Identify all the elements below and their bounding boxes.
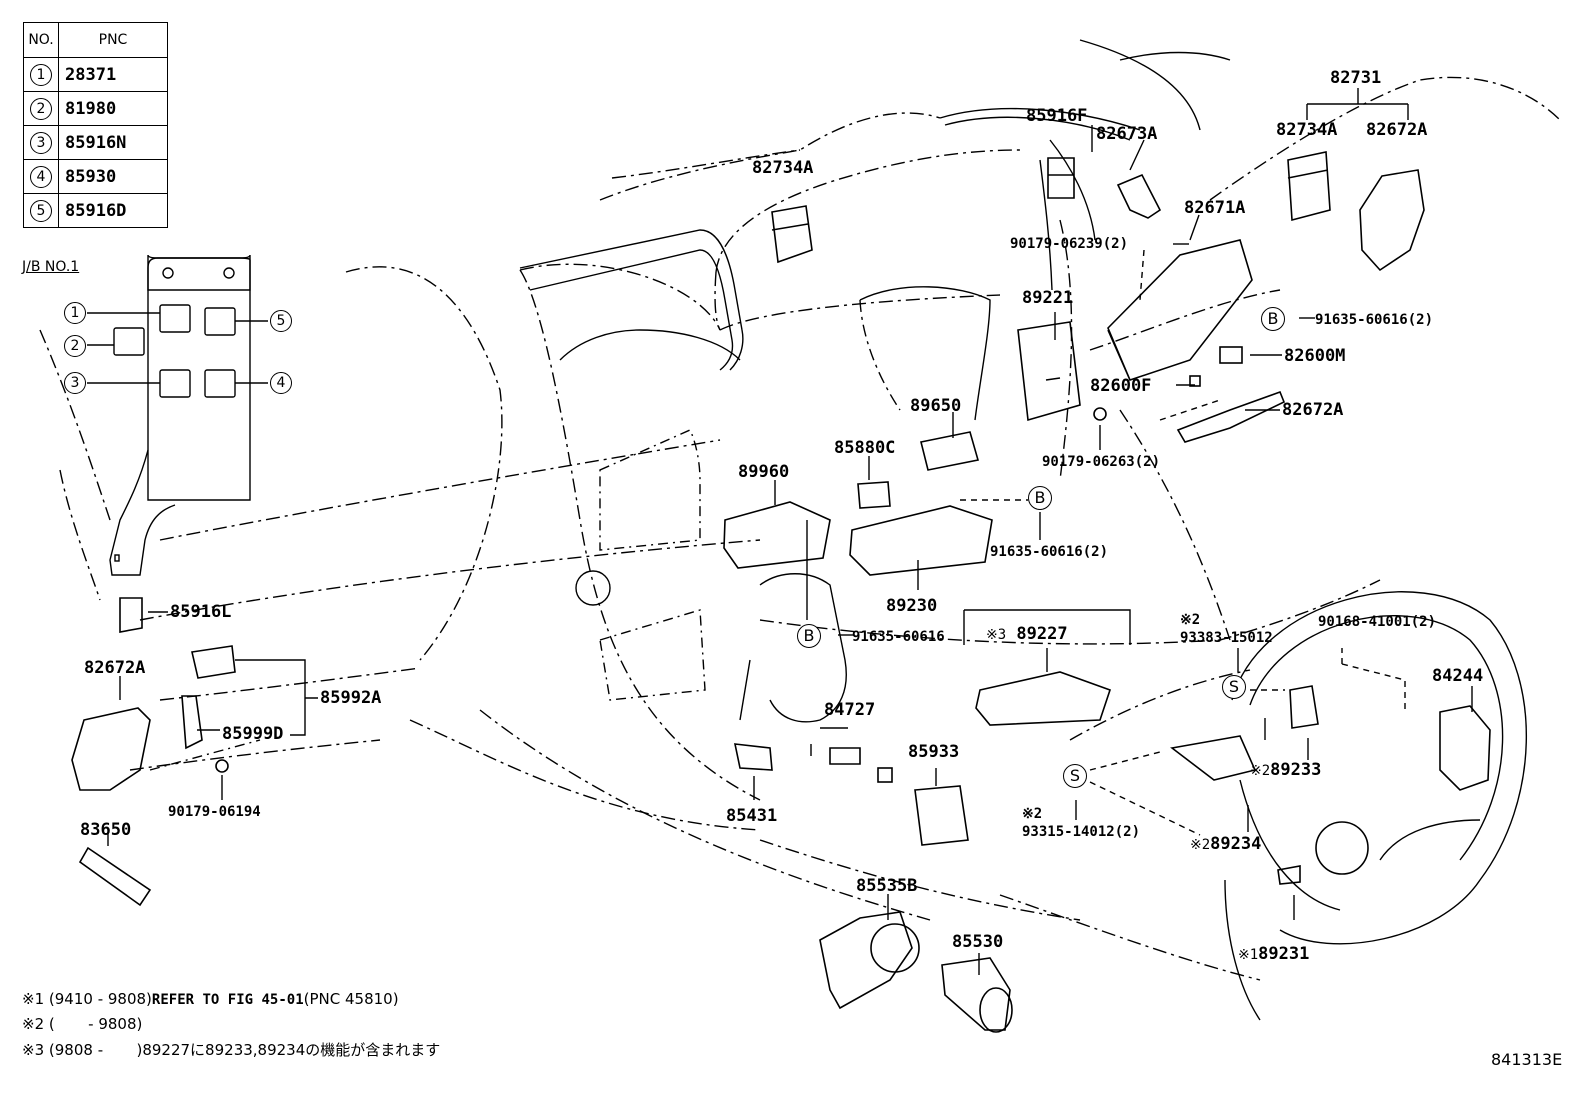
table-row: 2 81980: [23, 91, 168, 126]
table-row: 5 85916D: [23, 193, 168, 228]
footnote-1: ※1 (9410 - 9808)REFER TO FIG 45-01(PNC 4…: [22, 990, 399, 1008]
callout-s-lower: S: [1063, 764, 1087, 788]
table-row: 4 85930: [23, 159, 168, 194]
row-pnc[interactable]: 81980: [58, 91, 168, 126]
row-pnc[interactable]: 28371: [58, 57, 168, 92]
part-label-89230[interactable]: 89230: [886, 596, 938, 616]
part-label-82672A-left[interactable]: 82672A: [84, 658, 146, 678]
row-number: 3: [30, 131, 52, 154]
part-label-91635-60616-center[interactable]: 91635-60616(2): [990, 544, 1109, 560]
part-label-82672A-middle[interactable]: 82672A: [1282, 400, 1344, 420]
note-mark-2c: ※2: [1022, 806, 1043, 822]
callout-b-lower: B: [797, 624, 821, 648]
part-label-84727[interactable]: 84727: [824, 700, 876, 720]
row-number: 4: [30, 165, 52, 188]
row-number: 1: [30, 63, 52, 86]
callout-b-center: B: [1028, 486, 1052, 510]
jb-callout-5: 5: [270, 310, 292, 332]
header-no: NO.: [23, 22, 59, 58]
part-label-82671A[interactable]: 82671A: [1184, 198, 1246, 218]
part-label-89233[interactable]: ※289233: [1250, 760, 1322, 780]
callout-s-upper: S: [1222, 675, 1246, 699]
callout-b-right: B: [1261, 307, 1285, 331]
jb-callout-4: 4: [270, 372, 292, 394]
note-mark-2a: ※2: [1180, 612, 1201, 628]
table-row: 1 28371: [23, 57, 168, 92]
jb-callout-3: 3: [64, 372, 86, 394]
part-label-89234[interactable]: ※289234: [1190, 834, 1262, 854]
part-label-85431[interactable]: 85431: [726, 806, 778, 826]
note-mark-2b: ※2: [1250, 763, 1271, 779]
part-label-89221[interactable]: 89221: [1022, 288, 1074, 308]
part-label-82600F[interactable]: 82600F: [1090, 376, 1152, 396]
footnote-3: ※3 (9808 - )89227に89233,89234の機能が含まれます: [22, 1041, 441, 1059]
part-label-90179-06239[interactable]: 90179-06239(2): [1010, 236, 1129, 252]
row-pnc[interactable]: 85930: [58, 159, 168, 194]
part-label-85535B[interactable]: 85535B: [856, 876, 918, 896]
part-label-89650[interactable]: 89650: [910, 396, 962, 416]
part-label-89227[interactable]: ※3 89227: [986, 624, 1068, 644]
header-pnc: PNC: [58, 22, 168, 58]
note-mark-3: ※3: [986, 627, 1007, 643]
part-label-85880C[interactable]: 85880C: [834, 438, 896, 458]
part-label-85992A[interactable]: 85992A: [320, 688, 382, 708]
note-mark-2d: ※2: [1190, 837, 1211, 853]
part-label-85916F[interactable]: 85916F: [1026, 106, 1088, 126]
part-label-85999D[interactable]: 85999D: [222, 724, 284, 744]
jb-title: J/B NO.1: [22, 259, 80, 275]
part-label-82731[interactable]: 82731: [1330, 68, 1382, 88]
figure-id: 841313E: [1491, 1050, 1563, 1069]
part-label-82734A-right[interactable]: 82734A: [1276, 120, 1338, 140]
part-label-90168-41001[interactable]: 90168-41001(2): [1318, 614, 1437, 630]
part-label-90179-06194[interactable]: 90179-06194: [168, 804, 261, 820]
footnote-2: ※2 ( - 9808): [22, 1015, 143, 1033]
part-label-83650[interactable]: 83650: [80, 820, 132, 840]
part-label-84244[interactable]: 84244: [1432, 666, 1484, 686]
part-label-89960[interactable]: 89960: [738, 462, 790, 482]
part-label-85933[interactable]: 85933: [908, 742, 960, 762]
part-label-82673A[interactable]: 82673A: [1096, 124, 1158, 144]
row-number: 5: [30, 199, 52, 222]
part-label-93315-14012[interactable]: 93315-14012(2): [1022, 824, 1141, 840]
part-label-82600M[interactable]: 82600M: [1284, 346, 1346, 366]
note-mark-1: ※1: [1238, 947, 1259, 963]
pnc-table-header: NO. PNC: [23, 22, 168, 58]
row-number: 2: [30, 97, 52, 120]
part-label-91635-60616-lower[interactable]: 91635-60616: [852, 629, 945, 645]
part-label-82734A-left[interactable]: 82734A: [752, 158, 814, 178]
table-row: 3 85916N: [23, 125, 168, 160]
part-label-89231[interactable]: ※189231: [1238, 944, 1310, 964]
row-pnc[interactable]: 85916N: [58, 125, 168, 160]
part-label-82672A-right[interactable]: 82672A: [1366, 120, 1428, 140]
pnc-table: NO. PNC 1 28371 2 81980 3 85916N 4 85930…: [23, 22, 168, 228]
jb-callout-2: 2: [64, 335, 86, 357]
jb-callout-1: 1: [64, 302, 86, 324]
part-label-90179-06263[interactable]: 90179-06263(2): [1042, 454, 1161, 470]
row-pnc[interactable]: 85916D: [58, 193, 168, 228]
part-label-85530[interactable]: 85530: [952, 932, 1004, 952]
part-label-93383-15012[interactable]: 93383-15012: [1180, 630, 1273, 646]
part-label-91635-60616-right[interactable]: 91635-60616(2): [1315, 312, 1434, 328]
part-label-85916L[interactable]: 85916L: [170, 602, 232, 622]
